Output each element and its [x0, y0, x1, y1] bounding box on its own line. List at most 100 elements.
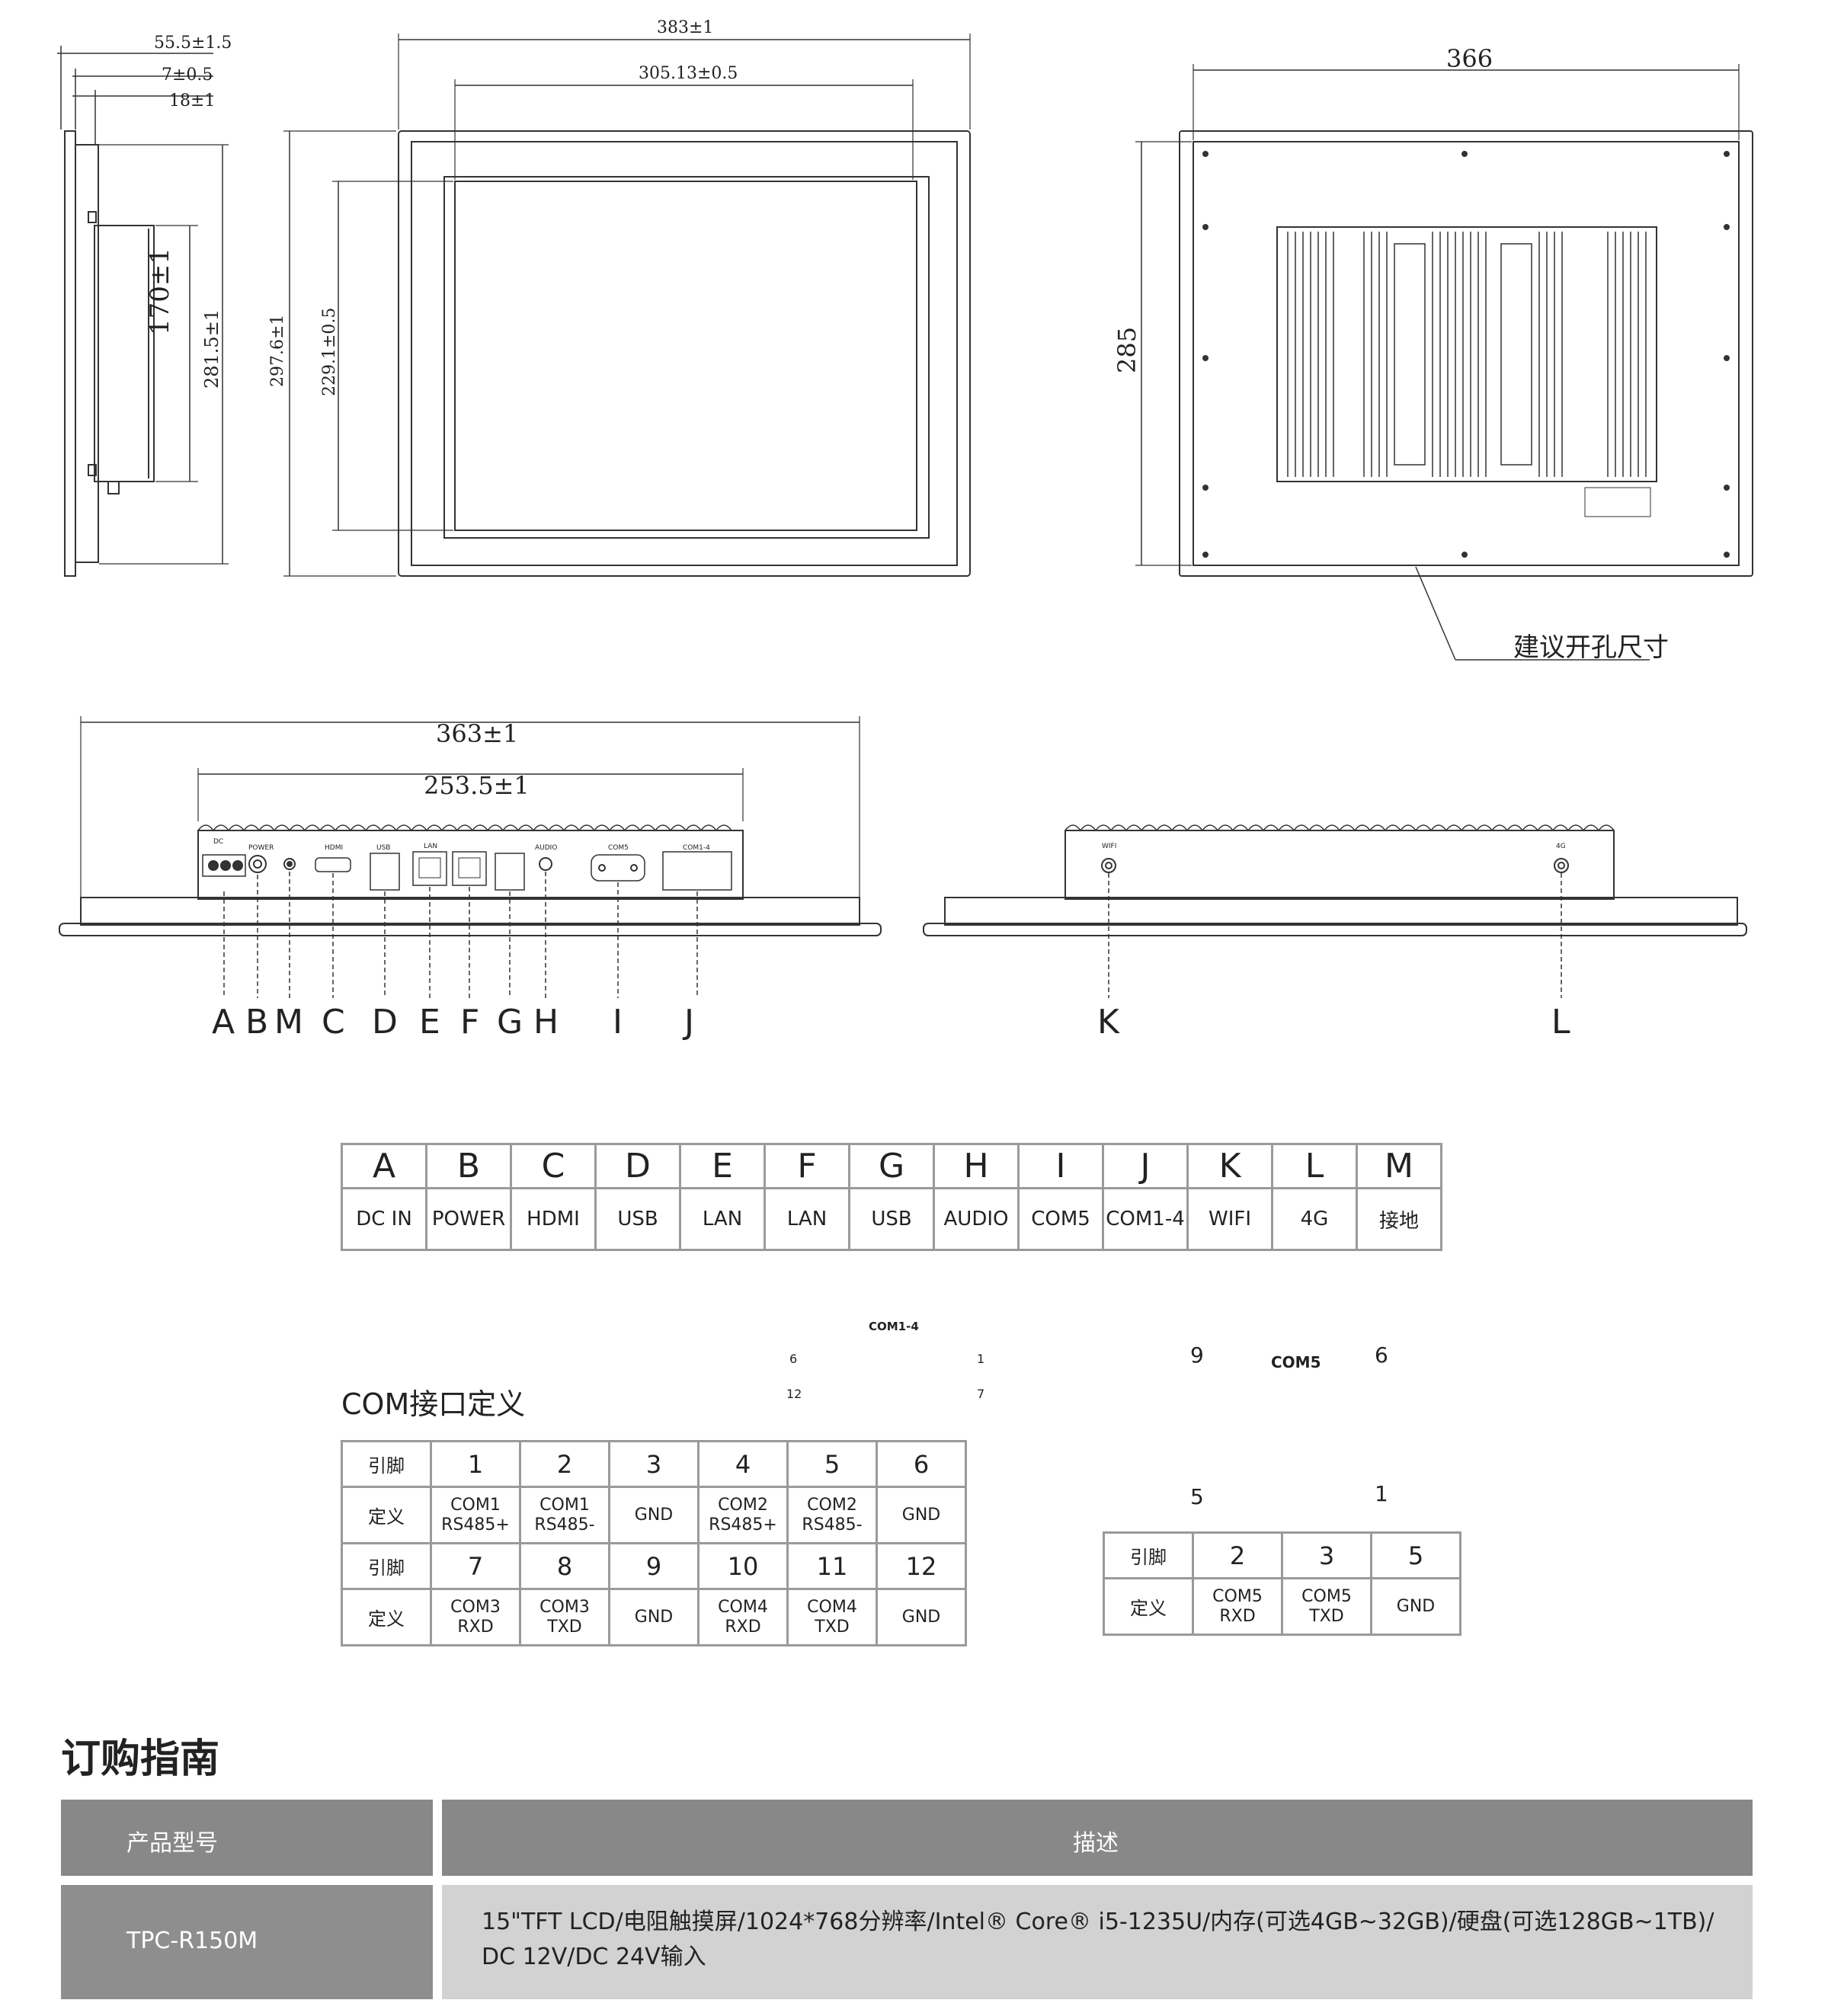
if-letter: F [764, 1143, 850, 1189]
dim-front-width: 383±1 [657, 18, 714, 37]
dim-side-depth: 55.5±1.5 [154, 34, 232, 53]
if-letter: E [679, 1143, 766, 1189]
callout-k: K [1097, 1003, 1119, 1042]
ordering-model: TPC-R150M [126, 1928, 258, 1954]
if-letter: M [1356, 1143, 1442, 1189]
if-name: LAN [764, 1187, 850, 1251]
pin-number: 1 [430, 1440, 521, 1488]
callout-f: F [460, 1003, 480, 1042]
if-name: LAN [679, 1187, 766, 1251]
pin-number: 7 [430, 1542, 521, 1590]
pin-def: GND [608, 1588, 700, 1646]
com5-pin-5: 5 [1190, 1484, 1204, 1509]
pin-number: 9 [608, 1542, 700, 1590]
callout-j: J [684, 1003, 694, 1042]
if-name: WIFI [1186, 1187, 1273, 1251]
technical-drawing [57, 34, 1753, 998]
label-wifi: WIFI [1102, 843, 1117, 850]
com5-connector-label: COM5 [1271, 1353, 1321, 1371]
pin-def: GND [876, 1486, 967, 1544]
label-com: COM5 [608, 844, 629, 852]
label-4g: 4G [1556, 843, 1566, 850]
ordering-header-model-cell: 产品型号 [61, 1800, 433, 1876]
callout-a: A [212, 1003, 235, 1042]
if-letter: K [1186, 1143, 1273, 1189]
top-antenna-view [923, 824, 1747, 998]
row-label-pin: 引脚 [341, 1440, 432, 1488]
label-dc: DC [213, 838, 224, 846]
ordering-model-cell: TPC-R150M [61, 1885, 433, 1999]
label-hdmi: HDMI [325, 844, 344, 852]
pin-number: 2 [519, 1440, 610, 1488]
com-section-title: COM接口定义 [341, 1387, 526, 1421]
if-name: HDMI [510, 1187, 597, 1251]
callout-e: E [419, 1003, 440, 1042]
pin-number: 3 [1281, 1531, 1372, 1579]
pin-def: GND [608, 1486, 700, 1544]
if-letter: L [1271, 1143, 1358, 1189]
dim-side-height-inner: 170±1 [145, 247, 175, 335]
ordering-header-description: 描述 [1073, 1830, 1119, 1857]
if-letter: G [848, 1143, 935, 1189]
pin-number: 3 [608, 1440, 700, 1488]
if-letter: A [341, 1143, 427, 1189]
pin-number: 5 [786, 1440, 878, 1488]
if-name: POWER [425, 1187, 512, 1251]
back-view [1135, 64, 1753, 661]
if-letter: B [425, 1143, 512, 1189]
side-view [57, 46, 229, 577]
dim-side-panel: 18±1 [169, 91, 216, 110]
ordering-header-desc-cell: 描述 [442, 1800, 1753, 1876]
com14-pin-6: 6 [789, 1352, 798, 1366]
pin-number: 2 [1192, 1531, 1283, 1579]
ordering-desc-line2: DC 12V/DC 24V输入 [482, 1944, 706, 1970]
callout-g: G [497, 1003, 523, 1042]
if-name: DC IN [341, 1187, 427, 1251]
if-letter: C [510, 1143, 597, 1189]
callout-c: C [322, 1003, 345, 1042]
row-label-def: 定义 [341, 1486, 432, 1544]
pin-number: 6 [876, 1440, 967, 1488]
pin-def: GND [1370, 1577, 1461, 1636]
label-power: POWER [248, 844, 274, 852]
label-com14: COM1-4 [683, 844, 710, 852]
if-name: 4G [1271, 1187, 1358, 1251]
if-name: COM5 [1017, 1187, 1104, 1251]
dim-front-height: 297.6±1 [268, 314, 287, 387]
if-letter: H [933, 1143, 1020, 1189]
ordering-desc-line1: 15"TFT LCD/电阻触摸屏/1024*768分辨率/Intel® Core… [482, 1909, 1714, 1935]
dim-bottom-width: 363±1 [436, 719, 519, 748]
com14-pin-12: 12 [786, 1387, 802, 1401]
dim-side-bezel: 7±0.5 [162, 66, 213, 85]
ordering-desc-cell: 15"TFT LCD/电阻触摸屏/1024*768分辨率/Intel® Core… [442, 1885, 1753, 1999]
label-lan: LAN [424, 843, 438, 850]
pin-number: 11 [786, 1542, 878, 1590]
interface-name-row: DC IN POWER HDMI USB LAN LAN USB AUDIO C… [341, 1187, 1442, 1251]
callout-m: M [274, 1003, 303, 1042]
callout-i: I [613, 1003, 623, 1042]
dim-bottom-io-width: 253.5±1 [424, 771, 530, 800]
callout-h: H [533, 1003, 559, 1042]
com5-pin-6: 6 [1375, 1342, 1388, 1368]
row-label-pin: 引脚 [1103, 1531, 1194, 1579]
pin-number: 10 [697, 1542, 789, 1590]
com5-pin-9: 9 [1190, 1342, 1204, 1368]
com14-pin-row-2: 引脚 7 8 9 10 11 12 [341, 1542, 967, 1590]
com5-pin-1: 1 [1375, 1481, 1388, 1506]
ordering-header-model: 产品型号 [126, 1830, 218, 1857]
pin-def: GND [876, 1588, 967, 1646]
dim-front-screen-height: 229.1±0.5 [320, 307, 339, 396]
interface-letter-row: A B C D E F G H I J K L M [341, 1143, 1442, 1189]
com14-pin-1: 1 [977, 1352, 985, 1366]
